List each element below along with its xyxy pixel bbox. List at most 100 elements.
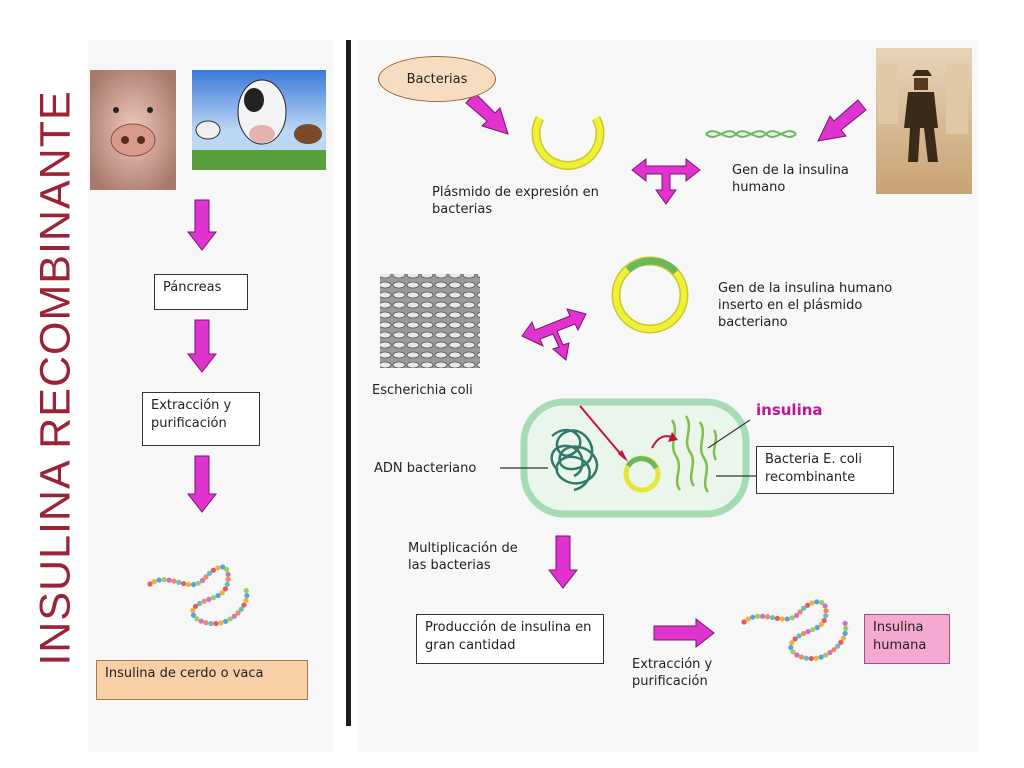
insulin-bead xyxy=(823,608,829,614)
insulin-bead xyxy=(764,614,771,620)
insulin-bead xyxy=(818,621,824,628)
insulin-bead xyxy=(798,654,805,660)
insulin-bead xyxy=(161,577,167,583)
insulin-bead xyxy=(823,613,829,619)
insulin-bead xyxy=(243,588,249,594)
left-arrows xyxy=(186,199,715,649)
insulin-bead xyxy=(203,574,209,580)
insulin-bead xyxy=(203,620,209,626)
insulin-bead xyxy=(823,652,829,658)
three-way-arrow-top xyxy=(631,157,701,205)
vertical-divider xyxy=(346,40,351,726)
insulin-bead xyxy=(774,615,780,622)
insulin-bead xyxy=(176,579,182,585)
insulin-bead xyxy=(814,624,820,631)
insulin-bead xyxy=(219,590,225,596)
insulin-bead xyxy=(210,567,217,573)
insulin-bead xyxy=(225,571,231,578)
gene-helix xyxy=(705,130,797,138)
insulin-bead xyxy=(741,619,747,625)
insulin-bead xyxy=(789,640,795,646)
multiplication-label: Multiplicación de las bacterias xyxy=(408,541,518,573)
insulin-bead xyxy=(215,565,221,571)
insulin-bead xyxy=(796,633,802,639)
cow-photo xyxy=(192,70,326,170)
insulin-bead xyxy=(198,618,204,624)
insulin-bead xyxy=(243,597,249,604)
insulin-bead xyxy=(210,595,217,601)
ecoli-photo xyxy=(380,274,480,368)
insulin-bead xyxy=(769,614,776,621)
insulin-bead xyxy=(238,606,244,612)
insulin-bead xyxy=(197,600,203,607)
insulin-bead xyxy=(222,586,228,592)
production-box: Producción de insulina en gran cantidad xyxy=(416,614,604,664)
insulin-bead xyxy=(223,618,229,624)
insulin-beads xyxy=(147,564,849,662)
insulin-label: insulina xyxy=(756,401,823,419)
pancreas-box: Páncreas xyxy=(154,274,248,310)
insulin-bead xyxy=(750,614,756,620)
bacterial-dna-label: ADN bacteriano xyxy=(374,461,477,476)
insulin-bead xyxy=(818,654,824,660)
insulin-bead xyxy=(745,616,751,622)
insulin-bead xyxy=(190,612,197,618)
bacterias-ellipse: Bacterias xyxy=(378,56,496,102)
insulin-bead xyxy=(779,616,785,622)
insulin-bead xyxy=(842,630,848,636)
insulin-bead xyxy=(819,599,825,606)
leader-lines xyxy=(500,419,756,477)
insulin-bead xyxy=(835,643,841,649)
insulin-bead xyxy=(827,649,833,656)
extraction-label-right: Extracción y purificación xyxy=(632,657,713,689)
insulin-bead xyxy=(790,649,796,655)
insulin-bead xyxy=(809,600,815,606)
insulin-bead xyxy=(166,577,172,583)
insulin-bead xyxy=(156,577,162,583)
insulin-bead xyxy=(185,581,192,588)
insulin-bead xyxy=(224,581,230,587)
insulin-bead xyxy=(831,646,837,653)
bacterium-cell xyxy=(520,398,750,518)
insulin-bead xyxy=(804,602,811,608)
insulin-bead xyxy=(218,620,224,626)
insulin-bead xyxy=(794,652,800,658)
insulin-bead xyxy=(784,616,790,622)
human-insulin-box: Insulina humana xyxy=(864,614,950,664)
insulin-bead xyxy=(199,577,206,584)
plasmid-label: Plásmido de expresión en bacterias xyxy=(432,185,599,217)
insulin-bead xyxy=(800,605,807,611)
insulin-bead xyxy=(224,567,230,573)
insulin-bead xyxy=(193,603,199,609)
insulin-bead xyxy=(797,609,803,615)
insulin-bead xyxy=(215,593,221,599)
three-way-arrow-mid xyxy=(521,308,587,361)
insulin-bead xyxy=(241,602,247,608)
insulin-bead xyxy=(792,636,798,642)
extraction-box-left: Extracción y purificación xyxy=(142,392,260,446)
insulin-bead xyxy=(190,581,197,588)
insulin-bead xyxy=(805,628,811,635)
insulin-bead xyxy=(231,613,237,619)
cowboy-photo xyxy=(876,48,972,194)
insulin-bead xyxy=(822,603,828,609)
insulin-bead xyxy=(821,617,827,624)
insulin-bead xyxy=(194,616,200,622)
insulin-bead xyxy=(220,564,226,570)
insulin-bead xyxy=(813,655,819,661)
insulin-bead xyxy=(800,630,807,637)
insulin-bead xyxy=(842,620,848,627)
insulin-bead xyxy=(181,580,187,587)
diagonal-arrows xyxy=(465,92,867,142)
insulin-bead xyxy=(244,592,250,599)
insulin-bead xyxy=(151,578,157,585)
insulin-bead xyxy=(840,635,847,641)
insulin-bead xyxy=(201,598,207,604)
inserted-gene-label: Gen de la insulina humano inserto en el … xyxy=(718,281,893,330)
insulin-bead xyxy=(213,620,219,627)
insulin-bead xyxy=(788,644,794,651)
gene-label: Gen de la insulina humano xyxy=(732,163,849,195)
insulin-bead xyxy=(793,612,800,619)
insulin-bead xyxy=(147,581,153,587)
